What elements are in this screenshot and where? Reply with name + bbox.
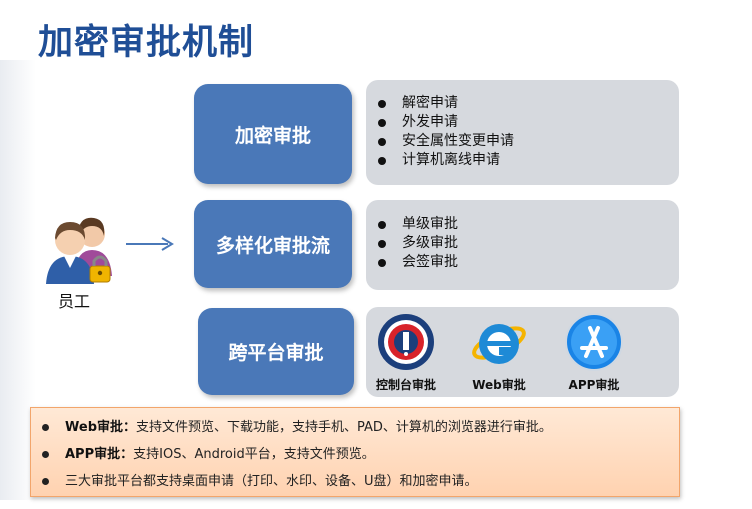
app-label: Web审批 (472, 378, 526, 392)
appstore-icon (565, 313, 623, 371)
arrow-right-icon (126, 237, 174, 251)
note-row: Web审批：支持文件预览、下载功能，支持手机、PAD、计算机的浏览器进行审批。 (31, 414, 679, 441)
list-item: 会签审批 (366, 253, 679, 272)
panel-diverse-workflow: 单级审批 多级审批 会签审批 (366, 200, 679, 290)
list-item: 外发申请 (366, 113, 679, 132)
list-item: 解密申请 (366, 94, 679, 113)
console-icon (378, 314, 434, 370)
box-cross-platform[interactable]: 跨平台审批 (198, 308, 354, 395)
ie-icon (472, 324, 526, 364)
list-item: 安全属性变更申请 (366, 132, 679, 151)
note-row: APP审批：支持IOS、Android平台，支持文件预览。 (31, 441, 679, 468)
box-diverse-workflow[interactable]: 多样化审批流 (194, 200, 352, 288)
notes-box: Web审批：支持文件预览、下载功能，支持手机、PAD、计算机的浏览器进行审批。 … (30, 407, 680, 497)
list-item: 多级审批 (366, 234, 679, 253)
app-console[interactable]: 控制台审批 (371, 312, 441, 393)
app-web[interactable]: Web审批 (464, 312, 534, 393)
app-label: 控制台审批 (375, 378, 436, 392)
page-title: 加密审批机制 (38, 23, 255, 63)
app-label: APP审批 (568, 378, 620, 392)
list-item: 单级审批 (366, 215, 679, 234)
employee-icon (40, 210, 120, 310)
app-mobile[interactable]: APP审批 (559, 312, 629, 393)
note-row: 三大审批平台都支持桌面申请（打印、水印、设备、U盘）和加密申请。 (31, 468, 679, 495)
employee-label: 员工 (58, 292, 91, 311)
box-encrypt-approval[interactable]: 加密审批 (194, 84, 352, 184)
panel-encrypt-approval: 解密申请 外发申请 安全属性变更申请 计算机离线申请 (366, 80, 679, 185)
list-item: 计算机离线申请 (366, 151, 679, 170)
